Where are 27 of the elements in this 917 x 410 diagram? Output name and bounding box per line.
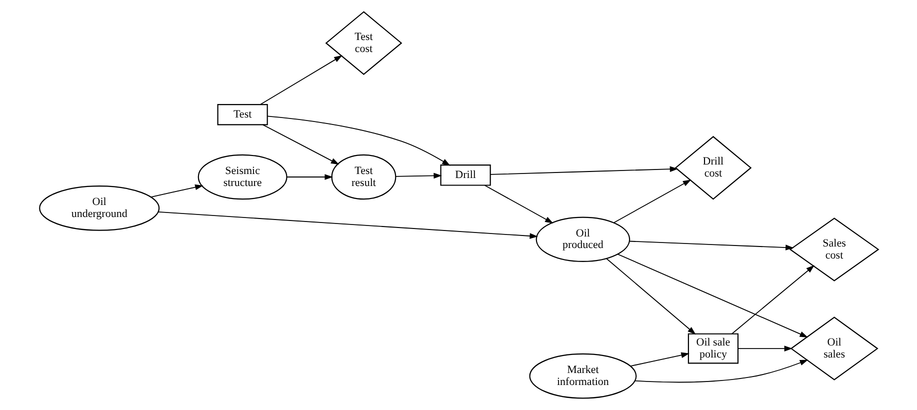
node-diamond: Drill cost [674,136,752,200]
arrow [737,346,792,352]
arrow [613,180,691,224]
arrow [630,352,689,366]
node-diamond: Oil sales [790,316,878,380]
arrow [628,240,794,250]
arrow [150,184,203,198]
node-ellipse: Market information [528,353,636,399]
arrow [490,166,678,175]
arrow [262,124,339,165]
arrow [157,212,538,239]
node-diamond: Test cost [324,11,402,75]
arrow [484,184,553,224]
arrow [259,55,342,105]
node-ellipse: Seismic structure [197,154,287,200]
arrow [286,174,332,180]
node-diamond: Sales cost [788,218,879,282]
node-box: Test [216,104,268,126]
node-box: Drill [440,164,490,186]
node-ellipse: Oil underground [38,186,160,231]
arrow [266,116,450,166]
arrow [616,254,808,338]
arrow [394,172,442,179]
arrow [634,360,808,383]
arrow [606,258,696,335]
arrow [731,265,814,334]
node-box: Oil sale policy [687,333,738,364]
